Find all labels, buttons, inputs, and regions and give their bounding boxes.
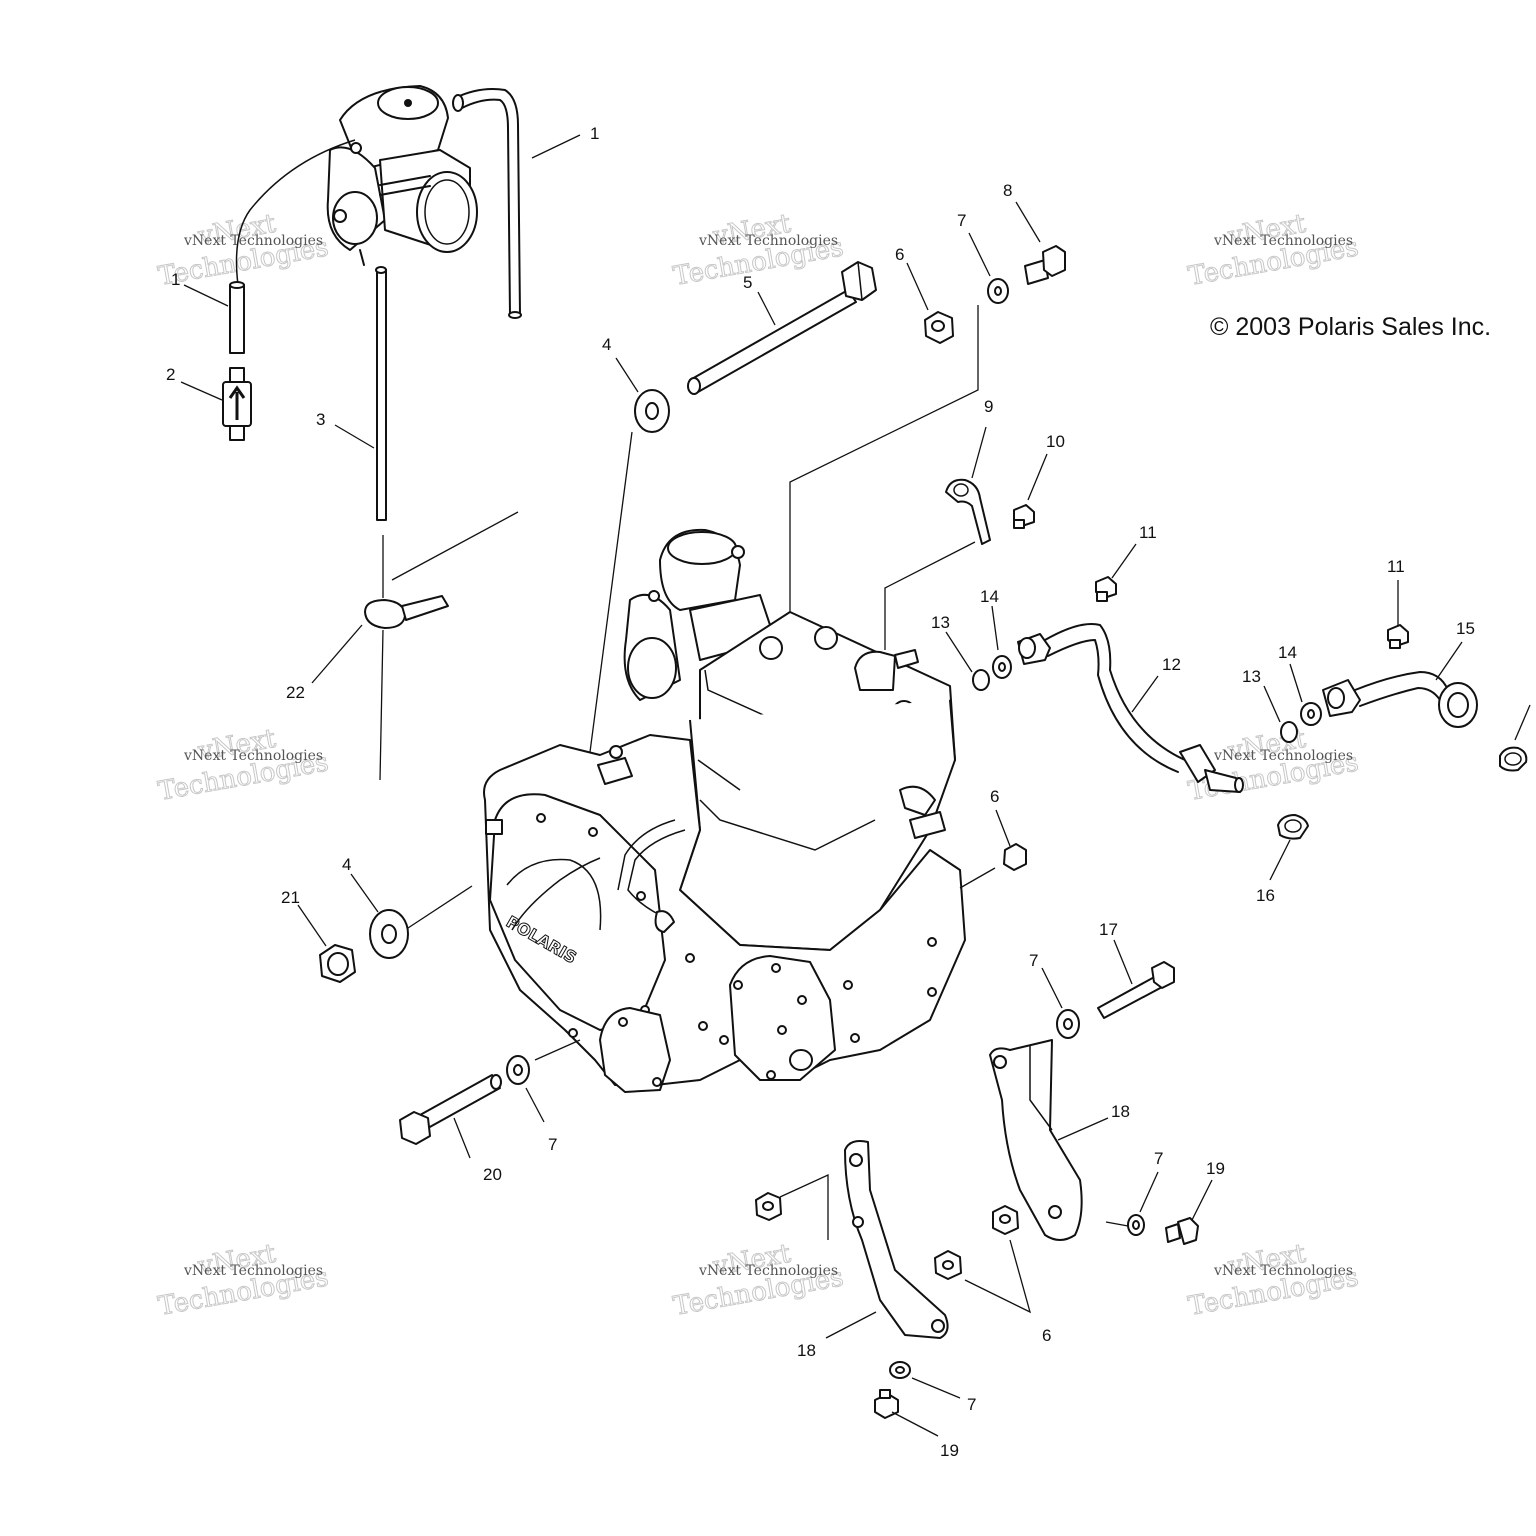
callout-9: 9 bbox=[984, 397, 993, 416]
callout-10: 10 bbox=[1046, 432, 1065, 451]
callout-17: 17 bbox=[1099, 920, 1118, 939]
svg-text:vNext Technologies: vNext Technologies bbox=[1213, 1263, 1353, 1279]
fuel-hose-short bbox=[229, 281, 245, 354]
mount-bolt-long bbox=[687, 261, 877, 395]
engine-assembly: POLARIS bbox=[483, 528, 966, 1093]
watermark: vNext Technologies vNext Technologies bbox=[156, 723, 332, 807]
washer-7-lower-right bbox=[1127, 1214, 1145, 1236]
callout-19: 19 bbox=[940, 1441, 959, 1460]
washer-14-b bbox=[1300, 702, 1322, 726]
watermark: vNext Technologies vNext Technologies bbox=[1186, 208, 1362, 292]
callout-14: 14 bbox=[980, 587, 999, 606]
callout-20: 20 bbox=[483, 1165, 502, 1184]
bolt-8 bbox=[1024, 245, 1066, 285]
callout-16: 16 bbox=[1256, 886, 1275, 905]
callout-2: 2 bbox=[166, 365, 175, 384]
callout-15: 15 bbox=[1456, 619, 1475, 638]
washer-lower bbox=[369, 909, 409, 959]
engine-bracket-right bbox=[989, 1039, 1083, 1241]
fuel-filter bbox=[222, 367, 252, 441]
callout-13: 13 bbox=[931, 613, 950, 632]
mount-bolt-20 bbox=[399, 1074, 502, 1145]
nut-6-lower-c bbox=[992, 1205, 1019, 1235]
callout-7: 7 bbox=[1154, 1149, 1163, 1168]
callout-18: 18 bbox=[1111, 1102, 1130, 1121]
washer-7-bracket bbox=[1056, 1009, 1080, 1039]
callout-11: 11 bbox=[1139, 523, 1157, 542]
callout-5: 5 bbox=[743, 273, 752, 292]
washer-7-lower-left bbox=[506, 1055, 530, 1085]
watermark: vNext Technologies vNext Technologies bbox=[671, 208, 847, 292]
svg-text:vNext Technologies: vNext Technologies bbox=[698, 1263, 838, 1279]
oil-line-12 bbox=[1017, 623, 1244, 793]
washer-7-bottom bbox=[889, 1361, 911, 1379]
svg-text:vNext Technologies: vNext Technologies bbox=[1213, 748, 1353, 764]
nut-upper bbox=[924, 311, 954, 344]
callout-4: 4 bbox=[342, 855, 351, 874]
callout-7: 7 bbox=[548, 1135, 557, 1154]
callout-1: 1 bbox=[171, 270, 180, 289]
callout-7: 7 bbox=[957, 211, 966, 230]
svg-text:vNext Technologies: vNext Technologies bbox=[1213, 233, 1353, 249]
nut-21 bbox=[319, 944, 356, 983]
drain-tube bbox=[375, 266, 387, 521]
nut-6-lower-a bbox=[755, 1192, 782, 1221]
callout-7: 7 bbox=[967, 1395, 976, 1414]
watermark: vNext Technologies vNext Technologies bbox=[671, 1238, 847, 1322]
callout-18: 18 bbox=[797, 1341, 816, 1360]
svg-text:vNext Technologies: vNext Technologies bbox=[183, 748, 323, 764]
callout-6: 6 bbox=[1042, 1326, 1051, 1345]
washer-13-b bbox=[1280, 721, 1298, 743]
callout-7: 7 bbox=[1029, 951, 1038, 970]
svg-text:vNext Technologies: vNext Technologies bbox=[183, 233, 323, 249]
callout-22: 22 bbox=[286, 683, 305, 702]
callout-21: 21 bbox=[281, 888, 300, 907]
svg-text:vNext Technologies: vNext Technologies bbox=[698, 233, 838, 249]
mount-bolt-17 bbox=[1097, 961, 1175, 1019]
bolt-10 bbox=[1013, 504, 1035, 529]
callouts: 1 1 2 3 4 4 5 6 6 6 7 7 7 7 7 8 9 10 11 … bbox=[166, 124, 1475, 1460]
callout-13: 13 bbox=[1242, 667, 1261, 686]
carburetor bbox=[235, 85, 478, 286]
watermark: vNext Technologies vNext Technologies bbox=[1186, 1238, 1362, 1322]
washer-7-upper bbox=[987, 278, 1009, 304]
callout-11: 11 bbox=[1387, 557, 1405, 576]
washer-13-a bbox=[972, 669, 990, 691]
hose-clamp-16 bbox=[1277, 814, 1309, 840]
bolt-19-bottom bbox=[874, 1389, 899, 1419]
vent-hose bbox=[452, 88, 522, 319]
washer-14-a bbox=[992, 655, 1012, 679]
copyright-notice: © 2003 Polaris Sales Inc. bbox=[1210, 313, 1491, 341]
callout-6: 6 bbox=[895, 245, 904, 264]
watermark: vNext Technologies vNext Technologies bbox=[156, 208, 332, 292]
engine-bracket-lower bbox=[844, 1140, 949, 1339]
bolt-19-right bbox=[1165, 1217, 1199, 1245]
callout-8: 8 bbox=[1003, 181, 1012, 200]
svg-text:vNext Technologies: vNext Technologies bbox=[183, 1263, 323, 1279]
watermark: vNext Technologies vNext Technologies bbox=[156, 1238, 332, 1322]
oil-line-15 bbox=[1322, 671, 1478, 728]
callout-19: 19 bbox=[1206, 1159, 1225, 1178]
hose-clamp-9 bbox=[945, 478, 991, 545]
callout-12: 12 bbox=[1162, 655, 1181, 674]
callout-4: 4 bbox=[602, 335, 611, 354]
callout-1: 1 bbox=[590, 124, 599, 143]
nut-6-mid bbox=[1003, 843, 1027, 871]
leader-lines bbox=[180, 134, 1463, 1437]
washer-upper bbox=[634, 389, 670, 433]
callout-3: 3 bbox=[316, 410, 325, 429]
bolt-11-a bbox=[1095, 576, 1117, 602]
callout-14: 14 bbox=[1278, 643, 1297, 662]
nut-6-lower-b bbox=[934, 1250, 962, 1280]
hose-clamp-right bbox=[1499, 746, 1528, 772]
cable-tie bbox=[364, 535, 449, 781]
bolt-11-b bbox=[1387, 624, 1409, 649]
callout-6: 6 bbox=[990, 787, 999, 806]
